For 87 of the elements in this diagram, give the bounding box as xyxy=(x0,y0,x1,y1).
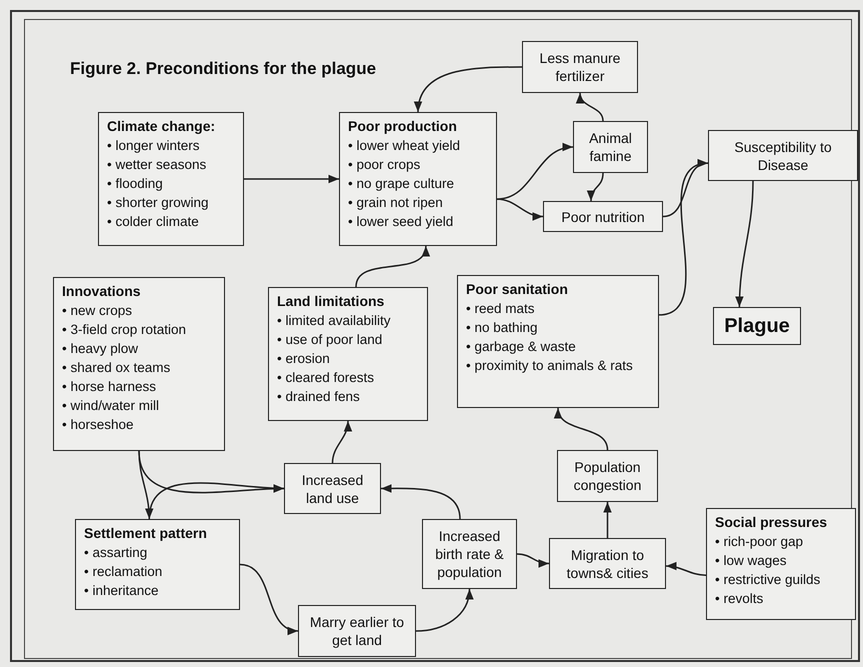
box-label: Marry earlier to get land xyxy=(308,613,406,649)
bullet-item: • wetter seasons xyxy=(107,156,206,174)
arrow xyxy=(577,92,604,122)
arrow xyxy=(148,482,284,520)
process-box xyxy=(543,201,663,232)
process-box xyxy=(522,41,638,93)
bullet-item: • proximity to animals & rats xyxy=(466,357,633,375)
bullet-item: • reed mats xyxy=(466,300,535,318)
list-box xyxy=(75,519,240,610)
box-heading: Settlement pattern xyxy=(84,524,208,543)
arrow xyxy=(556,408,608,450)
box-label: Increased birth rate & population xyxy=(434,527,505,581)
bullet-item: • 3-field crop rotation xyxy=(62,321,186,339)
bullet-item: • poor crops xyxy=(348,156,420,174)
process-box xyxy=(422,519,517,589)
bullet-item: • horseshoe xyxy=(62,416,134,434)
arrow xyxy=(496,144,574,200)
arrow xyxy=(588,172,604,202)
bullet-item: • longer winters xyxy=(107,137,200,155)
bullet-item: • limited availability xyxy=(277,312,391,330)
box-heading: Poor sanitation xyxy=(466,280,569,299)
arrow xyxy=(603,502,612,538)
box-heading: Poor production xyxy=(348,117,458,136)
bullet-item: • low wages xyxy=(715,552,787,570)
bullet-item: • cleared forests xyxy=(277,369,374,387)
bullet-item: • garbage & waste xyxy=(466,338,576,356)
box-label: Animal famine xyxy=(588,129,633,165)
arrow xyxy=(658,161,708,316)
box-heading: Land limitations xyxy=(277,292,386,311)
box-label: Susceptibility to Disease xyxy=(733,138,833,174)
process-box xyxy=(549,538,666,589)
process-box xyxy=(573,121,648,173)
bullet-item: • inheritance xyxy=(84,582,159,600)
arrow xyxy=(381,484,461,520)
arrow xyxy=(416,588,473,632)
arrow xyxy=(415,66,522,112)
arrow xyxy=(332,420,352,464)
box-label: Less manure fertilizer xyxy=(538,49,622,85)
bullet-item: • flooding xyxy=(107,175,163,193)
box-label: Migration to towns& cities xyxy=(566,546,650,582)
bullet-item: • assarting xyxy=(84,544,148,562)
arrow xyxy=(240,564,298,634)
arrow xyxy=(666,562,706,576)
box-label: Increased land use xyxy=(300,470,364,506)
bullet-item: • horse harness xyxy=(62,378,156,396)
arrow xyxy=(138,450,154,520)
arrow xyxy=(496,198,544,220)
process-box xyxy=(557,450,658,502)
process-box xyxy=(708,130,858,181)
box-label: Population congestion xyxy=(572,458,642,494)
bullet-item: • revolts xyxy=(715,590,764,608)
box-heading: Climate change: xyxy=(107,117,216,136)
list-box xyxy=(457,275,659,408)
bullet-item: • drained fens xyxy=(277,388,360,406)
process-box xyxy=(298,605,416,657)
list-box xyxy=(706,508,856,620)
bullet-item: • shared ox teams xyxy=(62,359,170,377)
arrow xyxy=(516,553,550,568)
bullet-item: • reclamation xyxy=(84,563,162,581)
bullet-item: • no grape culture xyxy=(348,175,454,193)
bullet-item: • no bathing xyxy=(466,319,538,337)
bullet-item: • rich-poor gap xyxy=(715,533,804,551)
list-box xyxy=(53,277,225,451)
bullet-item: • lower wheat yield xyxy=(348,137,460,155)
bullet-item: • lower seed yield xyxy=(348,213,454,231)
arrow xyxy=(244,174,339,184)
bullet-item: • restrictive guilds xyxy=(715,571,820,589)
bullet-item: • colder climate xyxy=(107,213,199,231)
process-box xyxy=(284,463,381,514)
bullet-item: • erosion xyxy=(277,350,330,368)
figure-title: Figure 2. Preconditions for the plague xyxy=(70,58,376,80)
arrow xyxy=(735,180,754,308)
arrow xyxy=(355,246,428,288)
process-box xyxy=(713,307,801,345)
bullet-item: • grain not ripen xyxy=(348,194,443,212)
bullet-item: • new crops xyxy=(62,302,132,320)
bullet-item: • heavy plow xyxy=(62,340,138,358)
list-box xyxy=(98,112,244,246)
bullet-item: • shorter growing xyxy=(107,194,209,212)
bullet-item: • wind/water mill xyxy=(62,397,159,415)
list-box xyxy=(339,112,497,246)
bullet-item: • use of poor land xyxy=(277,331,382,349)
box-heading: Innovations xyxy=(62,282,142,301)
box-label: Poor nutrition xyxy=(561,208,645,226)
box-heading: Social pressures xyxy=(715,513,828,532)
box-label: Plague xyxy=(724,314,790,338)
list-box xyxy=(268,287,428,421)
